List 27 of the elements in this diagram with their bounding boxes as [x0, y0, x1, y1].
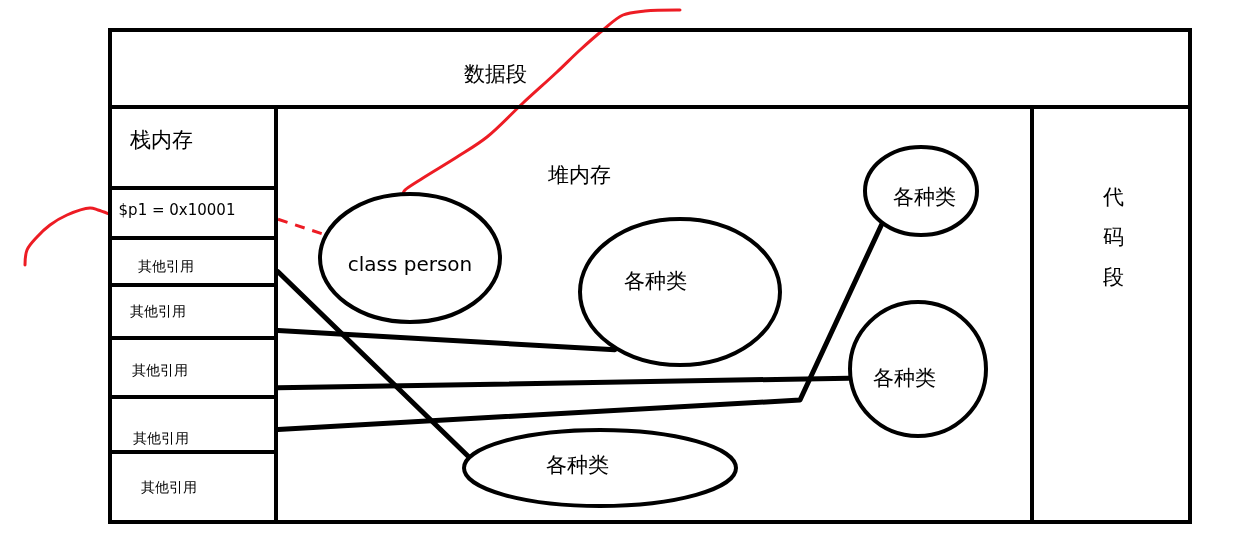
object-ellipse	[462, 428, 738, 508]
class-label: 各种类	[872, 366, 936, 392]
reference-label: 其他引用	[132, 361, 188, 379]
reference-label: 其他引用	[133, 429, 189, 447]
reference-label: 其他引用	[138, 257, 194, 275]
dashed-connector	[277, 217, 325, 236]
object-ellipse	[848, 300, 988, 438]
segment-label: 代码段	[1102, 184, 1124, 291]
connector-line	[275, 328, 618, 353]
object-ellipse	[863, 145, 979, 237]
freehand-line	[23, 206, 110, 267]
class-label: class person	[347, 252, 473, 276]
class-label: 各种类	[623, 269, 687, 295]
column-heading: 栈内存	[129, 128, 193, 154]
object-ellipse	[578, 217, 782, 367]
object-ellipse	[318, 192, 502, 324]
class-label: 各种类	[545, 453, 609, 479]
segment-label: 数据段	[463, 62, 527, 88]
variable-assignment: $p1 = 0x10001	[118, 201, 236, 219]
connector-line	[275, 222, 885, 432]
reference-label: 其他引用	[130, 302, 186, 320]
freehand-line	[402, 8, 682, 194]
class-label: 各种类	[892, 185, 956, 211]
connector-line	[275, 375, 852, 391]
region-heading: 堆内存	[547, 163, 611, 189]
reference-label: 其他引用	[141, 478, 197, 496]
connector-line	[275, 269, 471, 459]
